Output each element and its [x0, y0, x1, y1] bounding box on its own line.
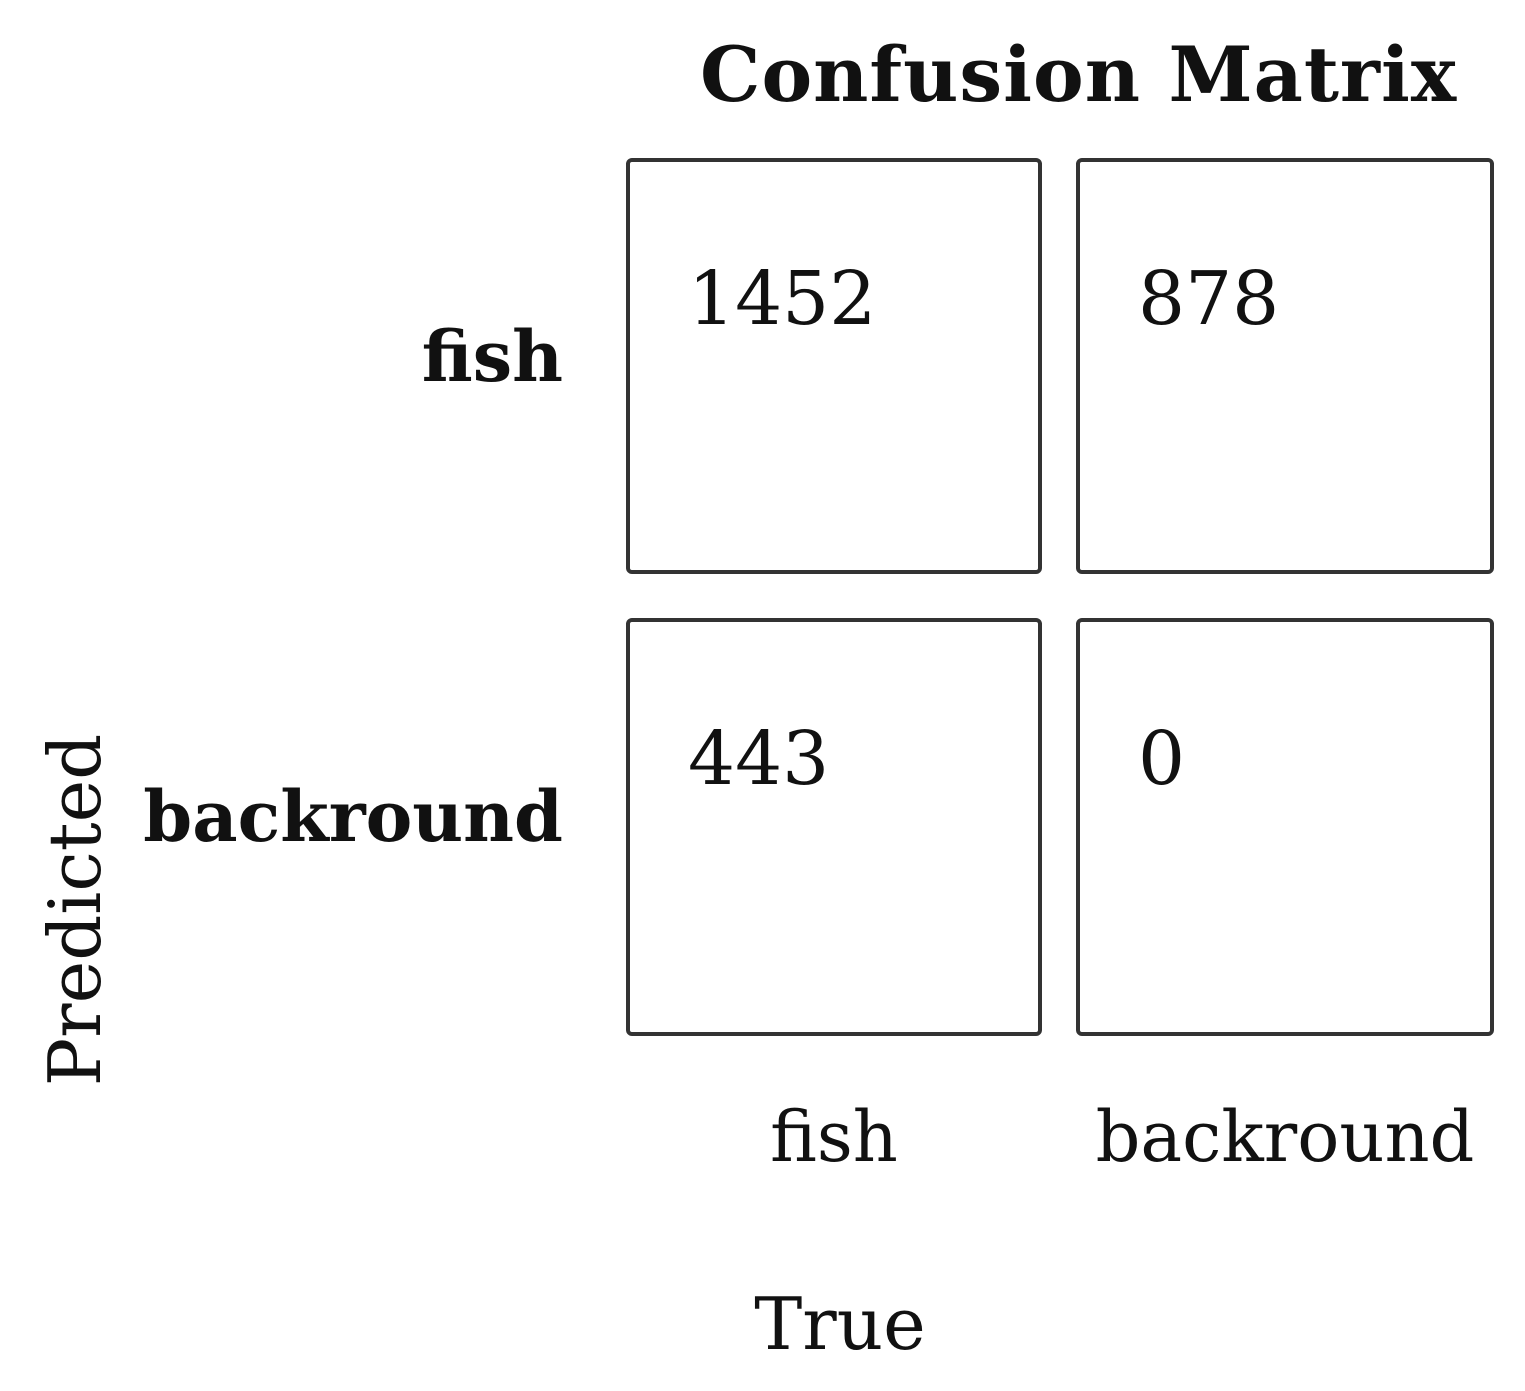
cell-value-backround-backround: 0 [1138, 716, 1186, 802]
cell-value-backround-fish: 443 [688, 716, 830, 802]
row-label-fish: fish [421, 315, 563, 398]
cell-backround-backround: 0 [1076, 618, 1494, 1036]
row-label-backround: backround [143, 775, 563, 858]
x-axis-label: True [754, 1282, 926, 1366]
col-label-backround: backround [1095, 1096, 1475, 1178]
cell-fish-fish: 1452 [626, 158, 1042, 574]
y-axis-label: Predicted [33, 733, 117, 1087]
col-label-fish: fish [770, 1096, 898, 1178]
chart-title: Confusion Matrix [700, 30, 1458, 119]
cell-fish-backround: 878 [1076, 158, 1494, 574]
cell-value-fish-backround: 878 [1138, 256, 1280, 342]
cell-value-fish-fish: 1452 [688, 256, 877, 342]
cell-backround-fish: 443 [626, 618, 1042, 1036]
